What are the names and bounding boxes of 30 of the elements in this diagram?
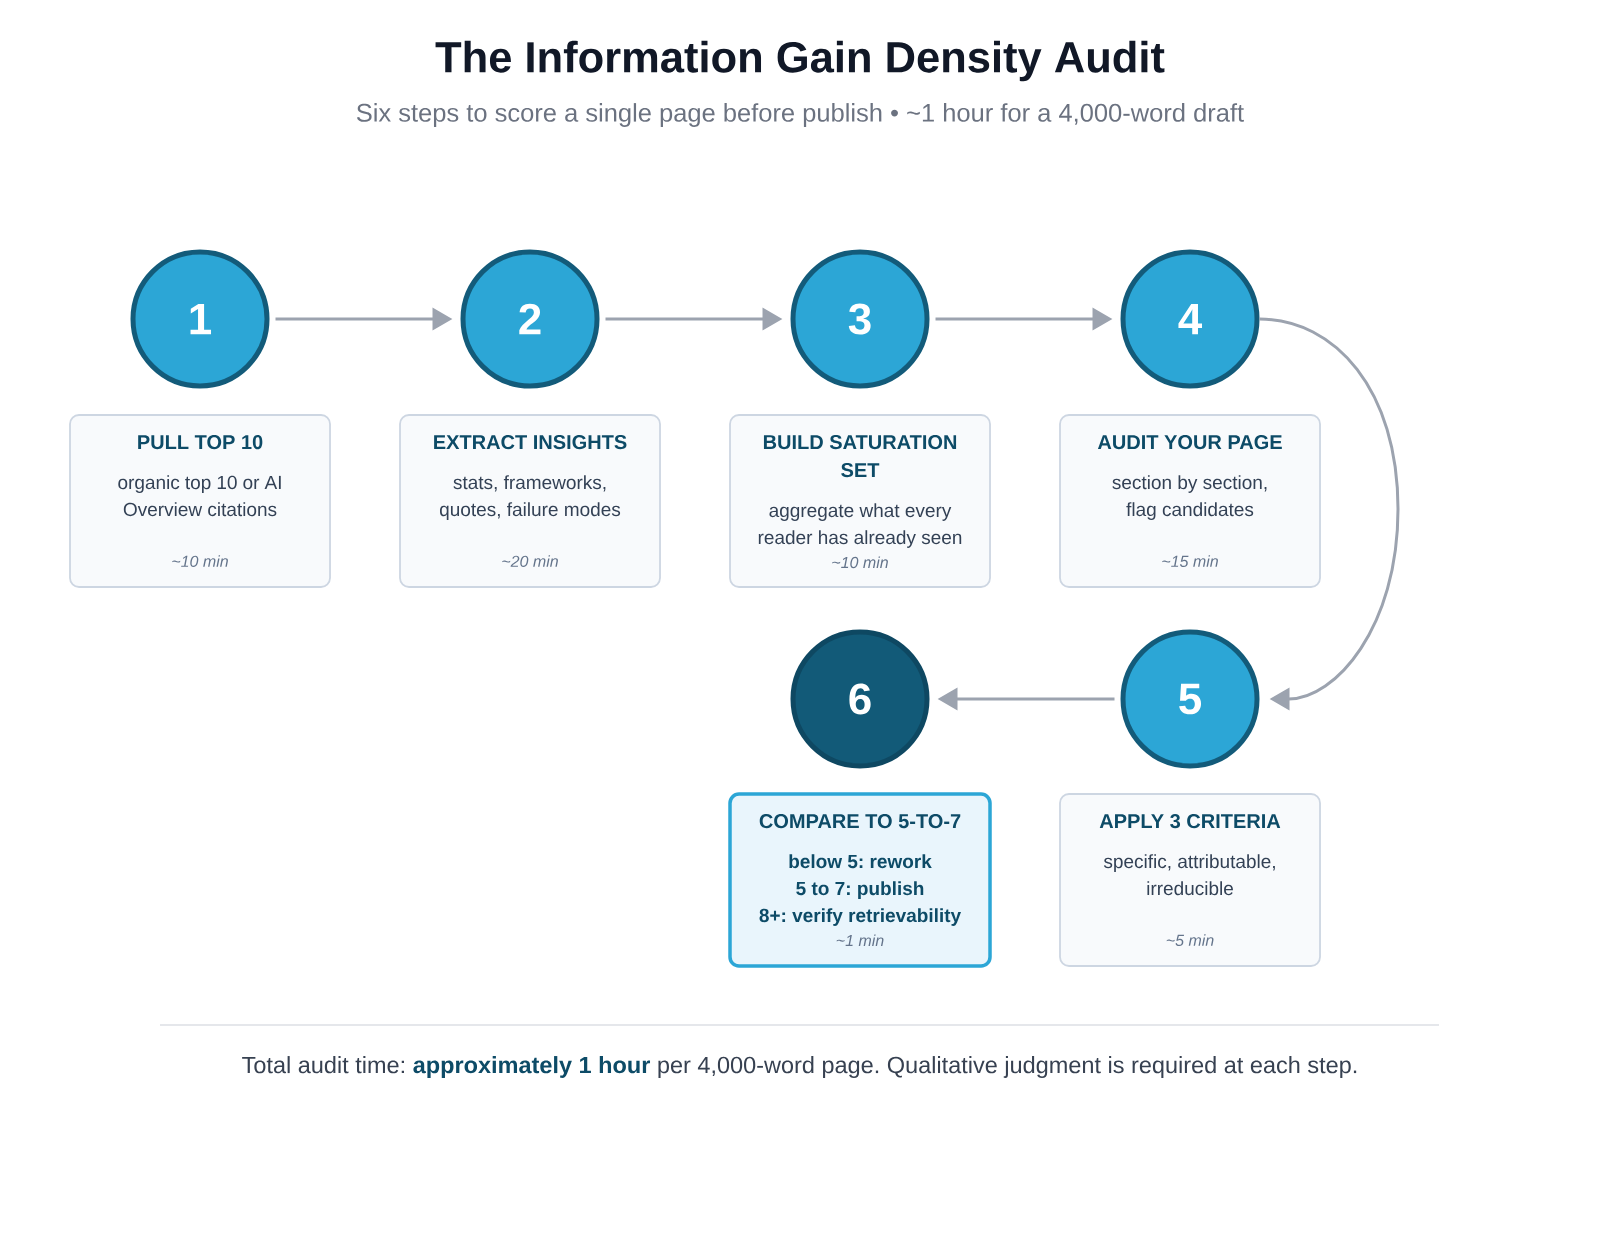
duration-text: ~10 min — [172, 555, 228, 567]
card-text: section by section, flag candidates — [1112, 475, 1267, 520]
card-heading: EXTRACT INSIGHTS — [434, 435, 627, 450]
card-heading: PULL TOP 10 — [138, 435, 263, 450]
card-text: organic top 10 or AI Overview citations — [118, 475, 281, 517]
footer-note: Total audit time: approximately 1 hour per 4,000-word page. Qualitative judgment is required at each step. — [242, 1056, 1357, 1078]
title: The Information Gain Density Audit — [435, 40, 1165, 82]
step-card — [399, 414, 661, 588]
step-card — [69, 414, 331, 588]
card-text: below 5: rework — [789, 854, 932, 869]
duration-text: ~10 min — [832, 556, 888, 569]
step-card — [729, 414, 991, 588]
card-text: stats, frameworks, quotes, failure modes — [439, 475, 621, 520]
card-text: 5 to 7: publish — [796, 881, 924, 899]
card-text: aggregate what every reader has already seen — [758, 503, 962, 548]
step-card — [1059, 414, 1321, 588]
card-text: specific, attributable, irreducible — [1103, 854, 1275, 896]
card-heading: COMPARE TO 5-TO-7 — [759, 814, 961, 829]
card-heading: AUDIT YOUR PAGE — [1097, 435, 1282, 450]
card-text: 8+: verify retrievability — [759, 908, 961, 926]
card-heading: BUILD SATURATION SET — [763, 435, 957, 478]
duration-text: ~20 min — [502, 555, 558, 567]
arrow — [1259, 317, 1400, 711]
subtitle: Six steps to score a single page before publish • ~1 hour for a 4,000-word draft — [356, 103, 1244, 127]
duration-text: ~15 min — [1162, 555, 1218, 567]
duration-text: ~1 min — [836, 934, 884, 946]
step-card — [1059, 793, 1321, 967]
card-heading: APPLY 3 CRITERIA — [1099, 814, 1281, 829]
step-card — [728, 792, 992, 968]
duration-text: ~5 min — [1166, 934, 1214, 946]
